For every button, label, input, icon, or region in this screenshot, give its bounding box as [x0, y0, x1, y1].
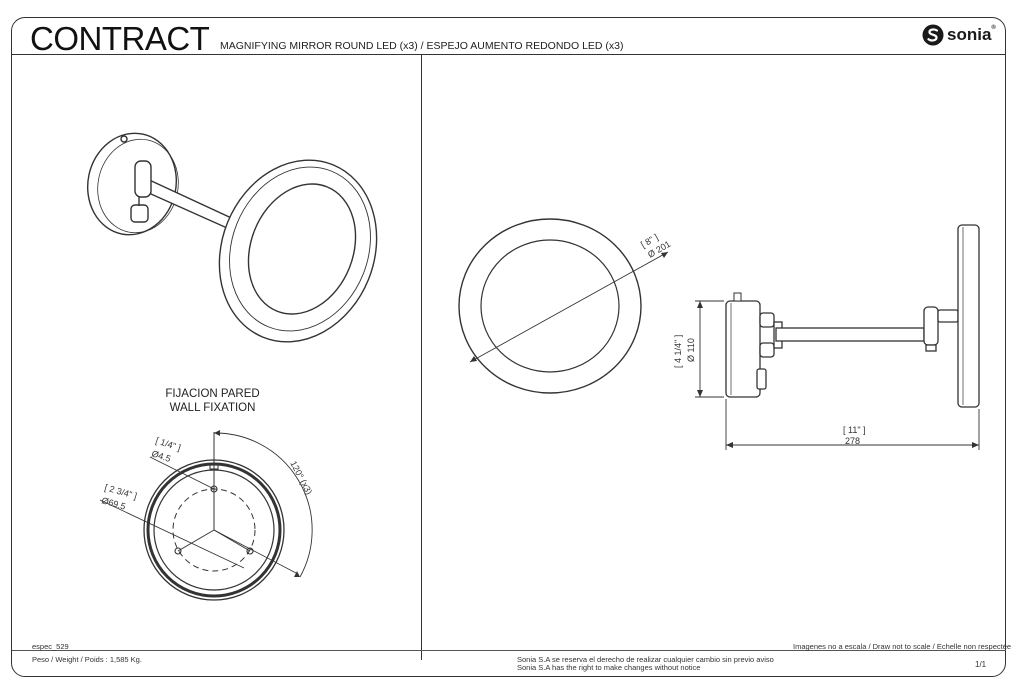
front-mirror-glass	[480, 239, 620, 373]
front-mirror-outer	[458, 218, 642, 394]
page-title: CONTRACT	[30, 20, 210, 57]
rights-notice-en: Sonia S.A has the right to make changes …	[517, 663, 701, 672]
isometric-view	[86, 132, 378, 343]
wall-fixation-drawing: [ 1/4" ] Ø4.5 [ 2 3/4" ] Ø69.5 120° (x3)	[99, 430, 314, 601]
rights-notice: Sonia S.A se reserva el derecho de reali…	[517, 655, 774, 664]
height-inch: [ 4 1/4" ]	[673, 335, 683, 368]
footer-divider	[12, 650, 1006, 651]
side-mirror	[957, 224, 980, 408]
sonia-logo-icon	[922, 24, 944, 46]
weight-info: Peso / Weight / Poids : 1,585 Kg.	[32, 655, 142, 664]
fixing-hole-top	[210, 485, 218, 493]
mirror-glass	[247, 183, 357, 315]
spec-code: espec_529	[32, 642, 69, 651]
scale-notice: Imagenes no a escala / Draw not to scale…	[793, 642, 1012, 651]
panel-divider	[421, 54, 422, 660]
fixing-hole-right	[246, 547, 254, 555]
product-subtitle: MAGNIFYING MIRROR ROUND LED (x3) / ESPEJ…	[220, 40, 624, 52]
angle-arc	[213, 432, 313, 578]
brand-logo: sonia®	[922, 24, 996, 46]
height-mm: Ø 110	[686, 338, 696, 362]
length-mm: 278	[845, 436, 860, 446]
length-inch: [ 11" ]	[843, 425, 866, 435]
fixation-title-en: WALL FIXATION	[169, 402, 256, 414]
fixing-hole-left	[174, 547, 182, 555]
fixation-title-es: FIJACION PARED	[165, 388, 260, 400]
header-divider	[12, 54, 1006, 55]
page-number: 1/1	[975, 660, 987, 669]
side-arm	[775, 327, 925, 342]
brand-name: sonia®	[947, 25, 996, 44]
front-diameter-line	[469, 251, 669, 363]
fixation-title: FIJACION PARED WALL FIXATION	[145, 387, 280, 415]
